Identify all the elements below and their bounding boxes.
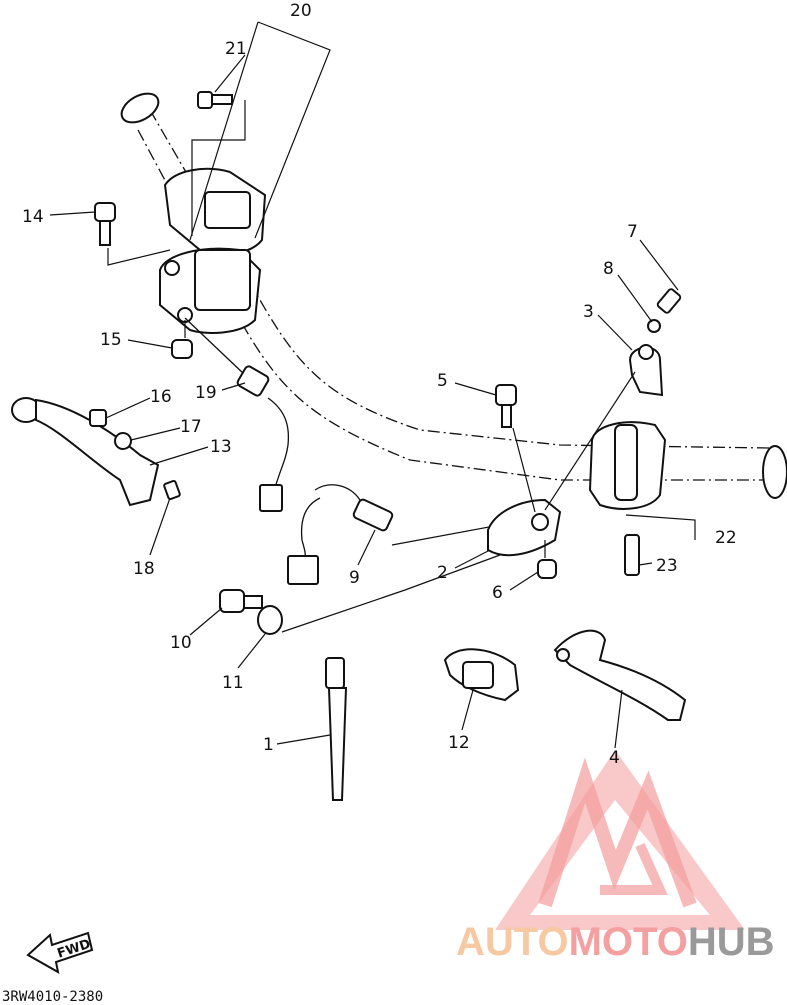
watermark-moto: MOTO <box>569 920 688 964</box>
watermark-logo <box>495 750 745 930</box>
grip-assembly-left <box>159 167 267 334</box>
handlebar <box>120 92 787 499</box>
switch-housing-22 <box>588 421 696 576</box>
callout-2: 2 <box>437 563 448 583</box>
fwd-arrow-icon <box>26 931 94 974</box>
callout-22: 22 <box>715 528 737 548</box>
callout-3: 3 <box>583 302 594 322</box>
fwd-label: FWD <box>55 937 92 962</box>
brake-lever-4 <box>553 629 687 721</box>
callout-8: 8 <box>603 259 614 279</box>
leader-lines <box>49 21 679 749</box>
callout-21: 21 <box>225 39 247 59</box>
clutch-lever-13 <box>11 397 181 507</box>
callout-16: 16 <box>150 387 172 407</box>
callout-20: 20 <box>290 1 312 21</box>
nut-15 <box>171 320 193 359</box>
bolt-10 <box>219 554 501 635</box>
bolt-14 <box>94 202 171 266</box>
callout-23: 23 <box>656 556 678 576</box>
callout-labels: 20 21 14 15 19 16 17 13 18 7 8 3 5 22 23… <box>22 1 737 768</box>
watermark-text: AUTOMOTOHUB <box>456 920 775 964</box>
cable-tie-1 <box>325 657 348 801</box>
callout-5: 5 <box>437 371 448 391</box>
callout-15: 15 <box>100 330 122 350</box>
callout-17: 17 <box>180 417 202 437</box>
callout-19: 19 <box>195 383 217 403</box>
switch-9 <box>287 484 511 585</box>
callout-4: 4 <box>609 748 620 768</box>
callout-11: 11 <box>222 673 244 693</box>
callout-14: 14 <box>22 207 44 227</box>
clamp-3 <box>544 288 682 511</box>
callout-10: 10 <box>170 633 192 653</box>
drawing-code: 3RW4010-2380 <box>2 989 103 1005</box>
callout-12: 12 <box>448 733 470 753</box>
callout-18: 18 <box>133 559 155 579</box>
callout-1: 1 <box>263 735 274 755</box>
watermark-hub: HUB <box>688 920 775 964</box>
callout-9: 9 <box>349 568 360 588</box>
callout-13: 13 <box>210 437 232 457</box>
callout-6: 6 <box>492 583 503 603</box>
lever-holder-12 <box>443 648 520 702</box>
bracket-2 <box>487 384 562 579</box>
watermark-auto: AUTO <box>456 920 569 964</box>
callout-7: 7 <box>627 222 638 242</box>
switch-19 <box>184 317 290 512</box>
